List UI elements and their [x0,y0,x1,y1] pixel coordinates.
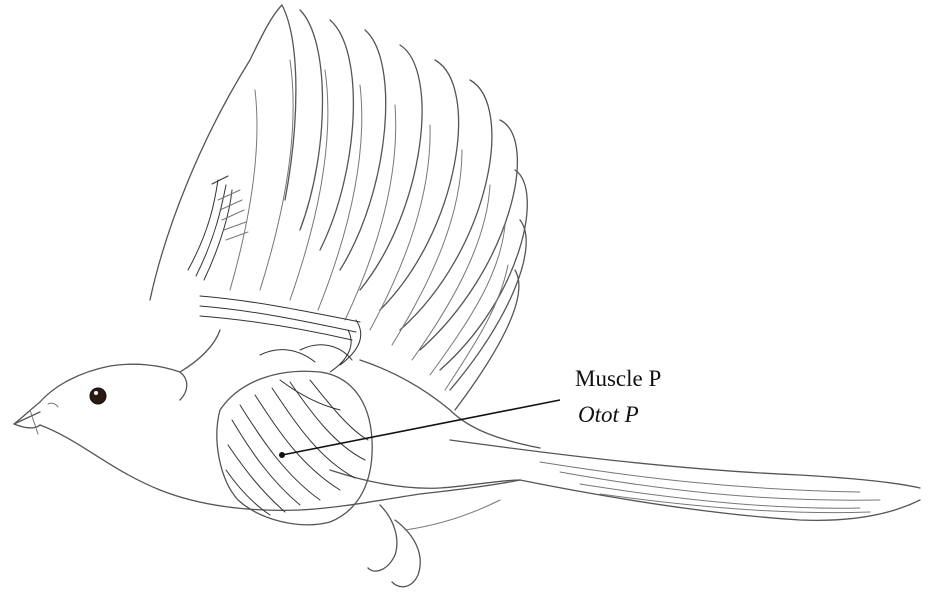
pectoral-muscle [217,345,372,525]
body [40,330,920,587]
head [14,388,106,434]
bird-eye [90,388,106,404]
muscle-label-translation: Otot P [578,402,639,427]
muscle-label: Muscle P [575,366,661,391]
